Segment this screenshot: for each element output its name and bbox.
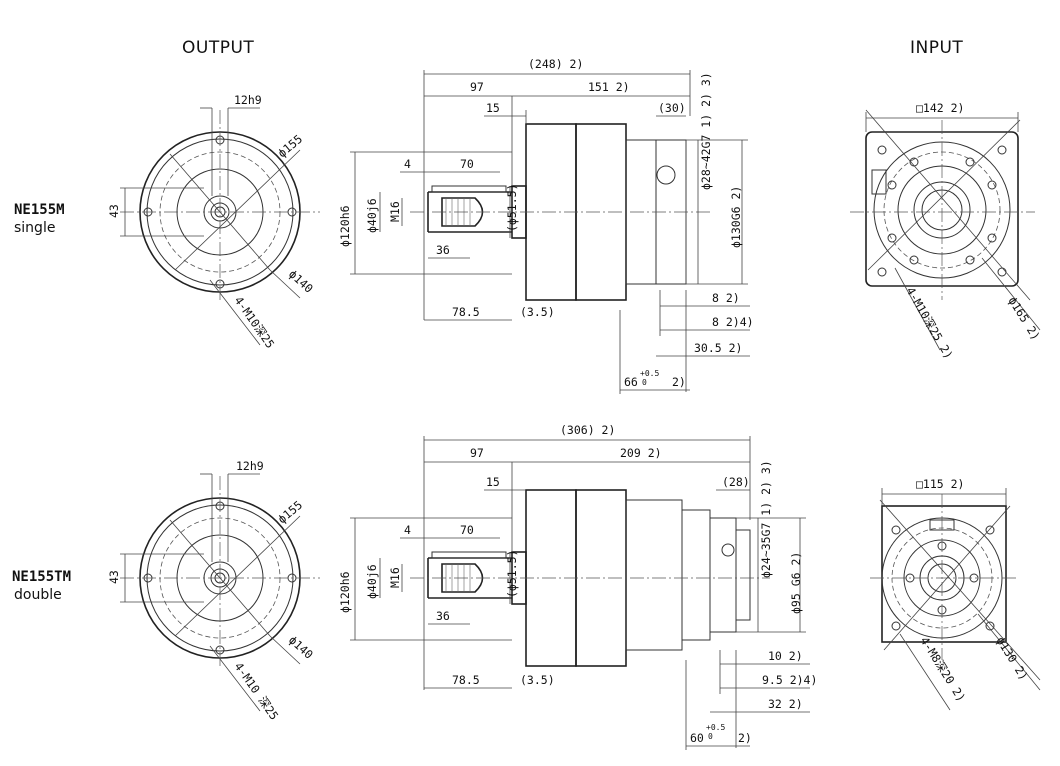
single-side-35-label: (3.5) (520, 305, 555, 319)
double-side-60-label: 60 (690, 731, 704, 745)
single-side-15-label: 15 (486, 101, 500, 115)
single-side-151-label: 151 2) (588, 80, 630, 94)
model-code-double: NE155TM (12, 569, 72, 585)
single-side-30-label: (30) (658, 101, 686, 115)
double-side-28-label: (28) (722, 475, 750, 489)
single-input-holes-label: 4-M10深25 2) (903, 285, 955, 362)
single-side-d28-label: ϕ28~42G7 1) 2) 3) (699, 72, 713, 190)
single-front-d140-label: ϕ140 (286, 267, 316, 296)
double-side-total-label: (306) 2) (560, 423, 615, 437)
model-variant-double: double (14, 587, 62, 603)
double-side-95-label: 9.5 2)4) (762, 673, 817, 687)
double-input-sq-label: □115 2) (916, 477, 964, 491)
output-header: OUTPUT (182, 38, 255, 58)
single-side-m16-label: M16 (388, 201, 402, 222)
double-side-d120-label: ϕ120h6 (338, 571, 352, 613)
single-side-36-label: 36 (436, 243, 450, 257)
single-side-66-tol-label: +0.5 (640, 369, 659, 378)
single-side-8b-label: 8 2)4) (712, 315, 754, 329)
double-side-15-label: 15 (486, 475, 500, 489)
double-side-60-note-label: 2) (738, 731, 752, 745)
single-input-sq-label: □142 2) (916, 101, 964, 115)
single-side-4-label: 4 (404, 157, 411, 171)
double-front-key-label: 12h9 (236, 459, 264, 473)
double-side-60-tol0-label: 0 (708, 732, 713, 741)
double-side-209-label: 209 2) (620, 446, 662, 460)
single-side-785-label: 78.5 (452, 305, 480, 319)
single-side-d130-label: ϕ130G6 2) (729, 186, 743, 248)
double-output-front-view: 12h9 ϕ155 ϕ140 43 4-M10 深25 (107, 459, 320, 723)
double-side-d24-label: ϕ24~35G7 1) 2) 3) (759, 460, 773, 578)
double-side-60-tol-label: +0.5 (706, 723, 725, 732)
single-side-view: (248) 2) 97 151 2) 15 (30) 4 70 36 78.5 … (338, 57, 754, 394)
single-side-66-note-label: 2) (672, 375, 686, 389)
double-side-d515-label: (ϕ51.5) (505, 550, 519, 598)
double-side-10-label: 10 2) (768, 649, 803, 663)
single-side-66-tol0-label: 0 (642, 378, 647, 387)
double-input-d130-label: ϕ130 2) (993, 634, 1031, 683)
single-side-8a-label: 8 2) (712, 291, 740, 305)
double-side-32-label: 32 2) (768, 697, 803, 711)
double-input-holes-label: 4-M8深20 2) (917, 634, 968, 704)
single-side-70-label: 70 (460, 157, 474, 171)
double-side-view: (306) 2) 97 209 2) 15 (28) 4 70 36 78.5 … (338, 423, 817, 750)
double-side-m16-label: M16 (388, 567, 402, 588)
single-side-305-label: 30.5 2) (694, 341, 742, 355)
double-side-70-label: 70 (460, 523, 474, 537)
model-variant-single: single (14, 220, 56, 236)
double-front-holes-label: 4-M10 深25 (232, 660, 282, 723)
single-output-front-view: 12h9 ϕ155 ϕ140 43 4-M10深25 (107, 93, 320, 351)
single-front-holes-label: 4-M10深25 (232, 294, 278, 351)
single-input-d165-label: ϕ165 2) (1005, 294, 1043, 343)
single-side-total-label: (248) 2) (528, 57, 583, 71)
single-side-d120-label: ϕ120h6 (338, 205, 352, 247)
double-front-d140-label: ϕ140 (286, 633, 316, 662)
single-side-d515-label: (ϕ51.5) (505, 184, 519, 232)
double-front-h43-label: 43 (107, 570, 121, 584)
single-side-66-label: 66 (624, 375, 638, 389)
double-side-d40-label: ϕ40j6 (365, 564, 379, 599)
single-side-d40-label: ϕ40j6 (365, 198, 379, 233)
double-side-97-label: 97 (470, 446, 484, 460)
single-side-97-label: 97 (470, 80, 484, 94)
double-front-d155-label: ϕ155 (275, 498, 305, 527)
single-front-d155-label: ϕ155 (275, 132, 305, 161)
double-input-view: □115 2) ϕ130 2) 4-M8深20 2) (870, 477, 1041, 711)
double-side-36-label: 36 (436, 609, 450, 623)
double-side-4-label: 4 (404, 523, 411, 537)
double-side-35-label: (3.5) (520, 673, 555, 687)
double-side-785-label: 78.5 (452, 673, 480, 687)
single-input-view: □142 2) ϕ165 2) 4-M10深25 2) (850, 101, 1043, 361)
model-code-single: NE155M (14, 202, 65, 218)
input-header: INPUT (910, 38, 964, 58)
single-front-key-label: 12h9 (234, 93, 262, 107)
double-side-d95-label: ϕ95 G6 2) (789, 552, 803, 614)
single-front-h43-label: 43 (107, 204, 121, 218)
